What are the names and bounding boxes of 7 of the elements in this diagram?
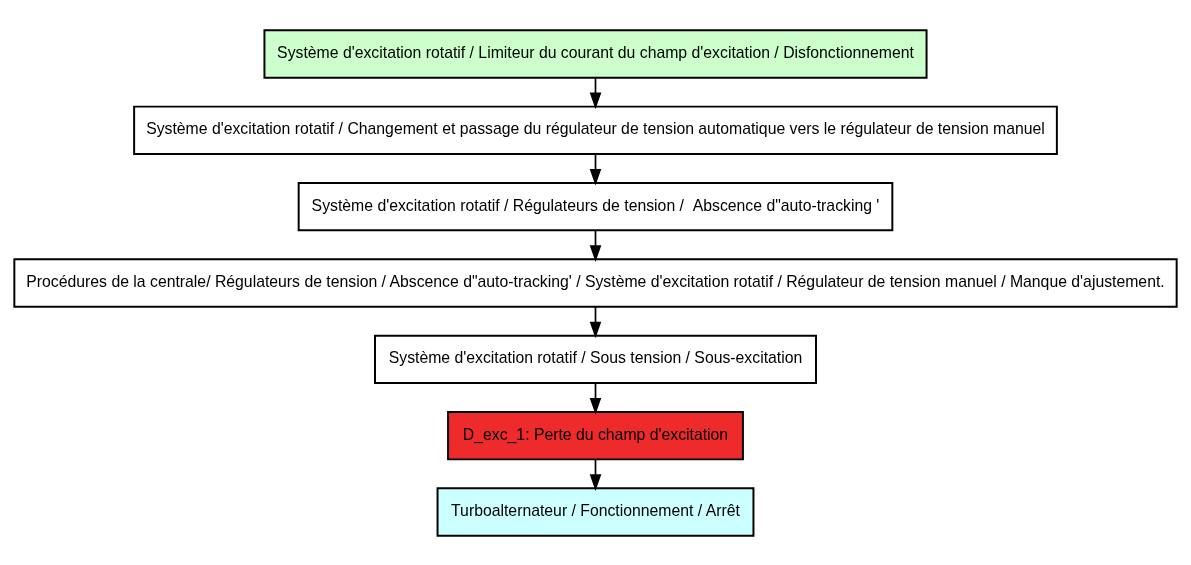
node-box: Système d'excitation rotatif / Limiteur du courant du champ d'excitation / Disfonctionnement: [263, 28, 928, 79]
node-box: Système d'excitation rotatif / Régulateurs de tension / Abscence d"auto-tracking ': [297, 181, 894, 231]
node-box: Procédures de la centrale/ Régulateurs de tension / Abscence d"auto-tracking' / Système d'excitation rotatif / Régulateur de tension manuel / Manque d'ajustement.: [13, 257, 1178, 308]
node-box: Turboalternateur / Fonctionnement / Arrêt: [436, 486, 755, 537]
node-box: Système d'excitation rotatif / Changement et passage du régulateur de tension automatique vers le régulateur de tension manuel: [133, 105, 1058, 155]
node-box: D_exc_1: Perte du champ d'excitation: [447, 410, 744, 460]
node-box: Système d'excitation rotatif / Sous tension / Sous-excitation: [374, 334, 817, 384]
